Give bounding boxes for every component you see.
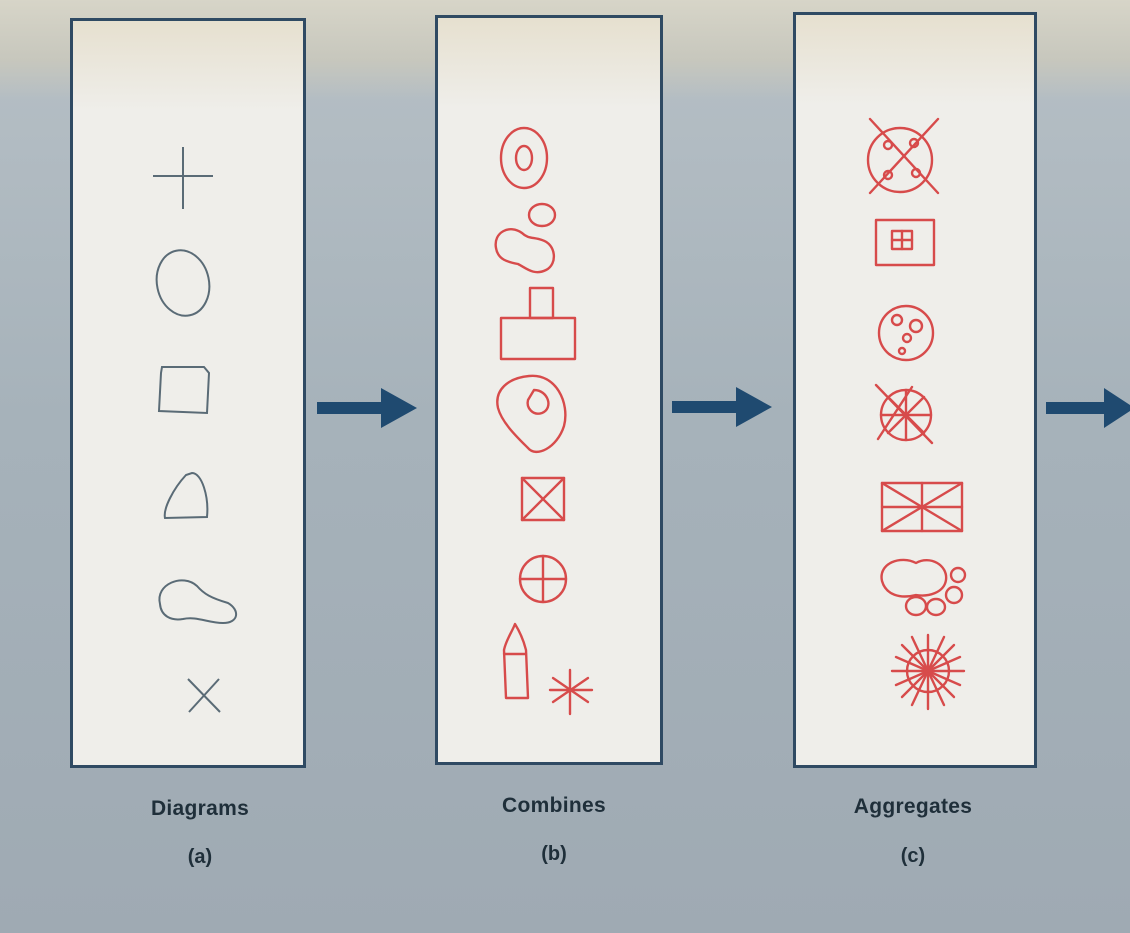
panel-shade (73, 21, 303, 111)
circle-plus-icon (518, 554, 568, 604)
panel-diagrams (70, 18, 306, 768)
paw-cluster-icon (880, 558, 967, 617)
plus-icon (153, 147, 213, 209)
crossed-circle-icon (866, 117, 940, 195)
label-a: (a) (187, 846, 213, 868)
caption-diagrams: Diagrams (150, 797, 250, 820)
framed-square-icon (874, 218, 936, 267)
arrow-right-icon (317, 388, 417, 428)
panel-shade (796, 15, 1034, 105)
diagram-symbols (153, 147, 237, 713)
combine-symbols (494, 126, 594, 716)
boxed-star-icon (880, 481, 964, 533)
caption-aggregates: Aggregates (853, 795, 973, 818)
panel-combines (435, 15, 663, 765)
sunburst-icon (890, 633, 966, 711)
caption-combines: Combines (502, 794, 606, 817)
triangle-icon (163, 471, 209, 520)
spotted-circle-icon (877, 304, 935, 362)
square-icon (157, 366, 211, 415)
stacked-rect-icon (499, 286, 577, 361)
blob-pair-icon (494, 202, 557, 274)
x-icon (187, 678, 221, 713)
aggregate-symbols (866, 117, 967, 711)
arrow-right-icon (1046, 388, 1130, 428)
nested-blob-icon (496, 374, 567, 454)
boxed-x-icon (520, 476, 566, 522)
label-c: (c) (900, 845, 926, 867)
spoked-circle-icon (874, 383, 934, 445)
bottle-star-icon (502, 622, 594, 716)
label-b: (b) (541, 843, 567, 865)
oval-icon (155, 249, 211, 317)
blob-icon (158, 579, 237, 625)
ring-icon (499, 126, 549, 190)
arrow-right-icon (672, 387, 772, 427)
panel-shade (438, 18, 660, 108)
panel-aggregates (793, 12, 1037, 768)
